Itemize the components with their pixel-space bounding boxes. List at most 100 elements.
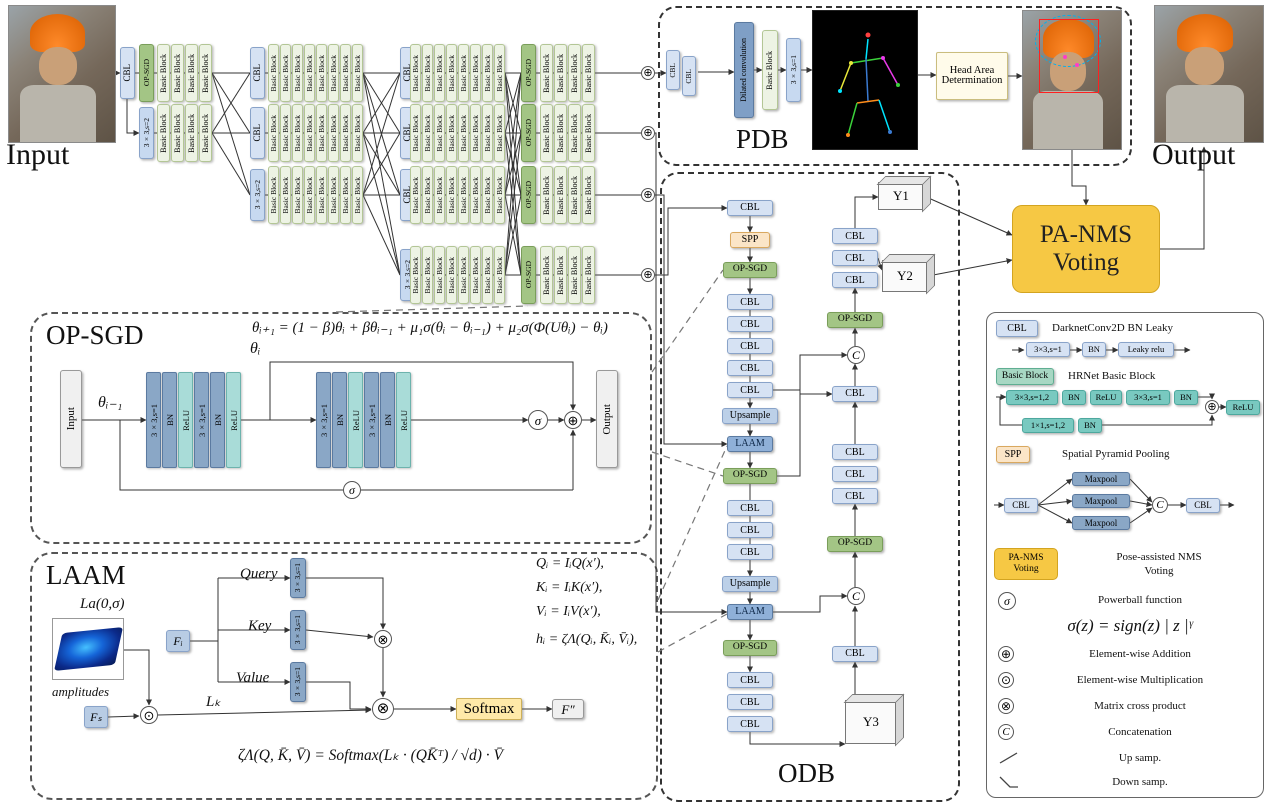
basic-block: Basic Block bbox=[171, 104, 184, 162]
pdb-cbl: CBL bbox=[682, 56, 696, 96]
laam-fs-block: Fₛ bbox=[84, 706, 108, 728]
legend-add-label: Element-wise Addition bbox=[1089, 648, 1191, 660]
legend-bb-shortcut-chip: BN bbox=[1078, 418, 1102, 433]
backbone-cbl: CBL bbox=[120, 47, 135, 99]
pa-desc-line2: Voting bbox=[1144, 565, 1174, 578]
basic-block: Basic Block bbox=[410, 44, 421, 102]
basic-block: Basic Block bbox=[470, 246, 481, 304]
torso-shape bbox=[1165, 84, 1244, 142]
legend-basic-block-chip: Basic Block bbox=[996, 368, 1054, 385]
basic-block: Basic Block bbox=[458, 44, 469, 102]
pdb-label: PDB bbox=[736, 124, 789, 154]
odb-spp: SPP bbox=[730, 232, 770, 248]
legend-chain-chip: BN bbox=[1082, 342, 1106, 357]
basic-block: Basic Block bbox=[434, 246, 445, 304]
basic-block: Basic Block bbox=[185, 104, 198, 162]
opsgd-stack-block: BN bbox=[380, 372, 395, 468]
opsgd-panel bbox=[30, 312, 652, 544]
add-symbol: ⊕ bbox=[1205, 400, 1219, 414]
basic-block: Basic Block bbox=[554, 104, 567, 162]
pa-chip-line2: Voting bbox=[1013, 564, 1039, 574]
amplitudes-label: amplitudes bbox=[52, 684, 110, 699]
basic-block: Basic Block bbox=[340, 44, 351, 102]
legend-cbl-desc: DarknetConv2D BN Leaky bbox=[1052, 322, 1173, 334]
backbone-conv-s2: 3×3,s=2 bbox=[250, 169, 265, 221]
basic-block: Basic Block bbox=[410, 166, 421, 224]
pdb-detection-image bbox=[1022, 10, 1122, 150]
basic-block: Basic Block bbox=[446, 166, 457, 224]
basic-block: Basic Block bbox=[458, 246, 469, 304]
cross-symbol: ⊗ bbox=[374, 630, 392, 648]
add-symbol: ⊕ bbox=[564, 411, 582, 429]
theta-i-label: θᵢ bbox=[250, 340, 261, 357]
odb-cbl: CBL bbox=[727, 522, 773, 538]
pdb-basic-block: Basic Block bbox=[762, 30, 778, 110]
concat-symbol: C bbox=[847, 587, 865, 605]
cross-symbol: ⊗ bbox=[372, 698, 394, 720]
basic-block: Basic Block bbox=[482, 166, 493, 224]
basic-block: Basic Block bbox=[554, 166, 567, 224]
laam-eq-k: Kᵢ = IᵢK(x′), bbox=[536, 580, 603, 595]
up-sample-line-icon bbox=[998, 750, 1020, 771]
basic-block: Basic Block bbox=[494, 246, 505, 304]
multiply-symbol: ⊙ bbox=[140, 706, 158, 724]
sigma-symbol: σ bbox=[528, 410, 548, 430]
detection-box-overlay bbox=[1039, 19, 1099, 93]
laam-conv-query: 3×3,s=1 bbox=[290, 558, 306, 598]
opsgd-stack-block: BN bbox=[210, 372, 225, 468]
odb-cbl: CBL bbox=[832, 250, 878, 266]
legend-basic-block-desc: HRNet Basic Block bbox=[1068, 370, 1156, 382]
basic-block: Basic Block bbox=[199, 44, 212, 102]
pdb-dilated-conv: Dilated convolution bbox=[734, 22, 754, 118]
pa-nms-line2: Voting bbox=[1052, 249, 1120, 276]
basic-block: Basic Block bbox=[268, 104, 279, 162]
basic-block: Basic Block bbox=[422, 166, 433, 224]
odb-cbl: CBL bbox=[727, 360, 773, 376]
add-symbol: ⊕ bbox=[641, 126, 655, 140]
basic-block: Basic Block bbox=[494, 166, 505, 224]
backbone-opsgd: OP-SGD bbox=[521, 246, 536, 304]
opsgd-stack-block: ReLU bbox=[226, 372, 241, 468]
basic-block: Basic Block bbox=[280, 166, 291, 224]
input-label: Input bbox=[6, 138, 70, 171]
legend-bb-chain-chip: BN bbox=[1174, 390, 1198, 405]
laam-main-formula: ζΛ(Q, K̄, V̄) = Softmax(Lₖ · (QK̄ᵀ) / √d… bbox=[238, 747, 504, 764]
basic-block: Basic Block bbox=[446, 246, 457, 304]
opsgd-input-block: Input bbox=[60, 370, 82, 468]
basic-block: Basic Block bbox=[434, 104, 445, 162]
basic-block: Basic Block bbox=[280, 44, 291, 102]
odb-cbl: CBL bbox=[832, 228, 878, 244]
odb-cbl: CBL bbox=[727, 316, 773, 332]
odb-cbl: CBL bbox=[727, 672, 773, 688]
laam-eq-v: Vᵢ = IᵢV(x′), bbox=[536, 604, 601, 619]
odb-cbl: CBL bbox=[727, 382, 773, 398]
basic-block: Basic Block bbox=[568, 104, 581, 162]
key-label: Key bbox=[248, 618, 272, 634]
backbone-cbl: CBL bbox=[250, 107, 265, 159]
opsgd-stack-block: BN bbox=[332, 372, 347, 468]
sigma-symbol: σ bbox=[998, 592, 1016, 610]
sigma-symbol: σ bbox=[343, 481, 361, 499]
legend-spp-chip: SPP bbox=[996, 446, 1030, 463]
laam-output-block: F″ bbox=[552, 699, 584, 719]
face-shape bbox=[1185, 46, 1225, 85]
opsgd-output-block: Output bbox=[596, 370, 618, 468]
concat-symbol: C bbox=[998, 724, 1014, 740]
face-shape bbox=[38, 46, 77, 85]
basic-block: Basic Block bbox=[422, 246, 433, 304]
opsgd-title: OP-SGD bbox=[46, 320, 144, 350]
legend-pa-nms-desc: Pose-assisted NMS Voting bbox=[1064, 550, 1254, 579]
opsgd-stack-block: BN bbox=[162, 372, 177, 468]
opsgd-conv-stack: 3×3,s=1 BN ReLU 3×3,s=1 BN ReLU bbox=[146, 372, 241, 468]
laam-title: LAAM bbox=[46, 560, 126, 590]
basic-block: Basic Block bbox=[292, 44, 303, 102]
basic-block: Basic Block bbox=[540, 246, 553, 304]
basic-block: Basic Block bbox=[446, 104, 457, 162]
legend-down-label: Down samp. bbox=[1112, 776, 1168, 788]
legend-chain-chip: Leaky relu bbox=[1118, 342, 1174, 357]
